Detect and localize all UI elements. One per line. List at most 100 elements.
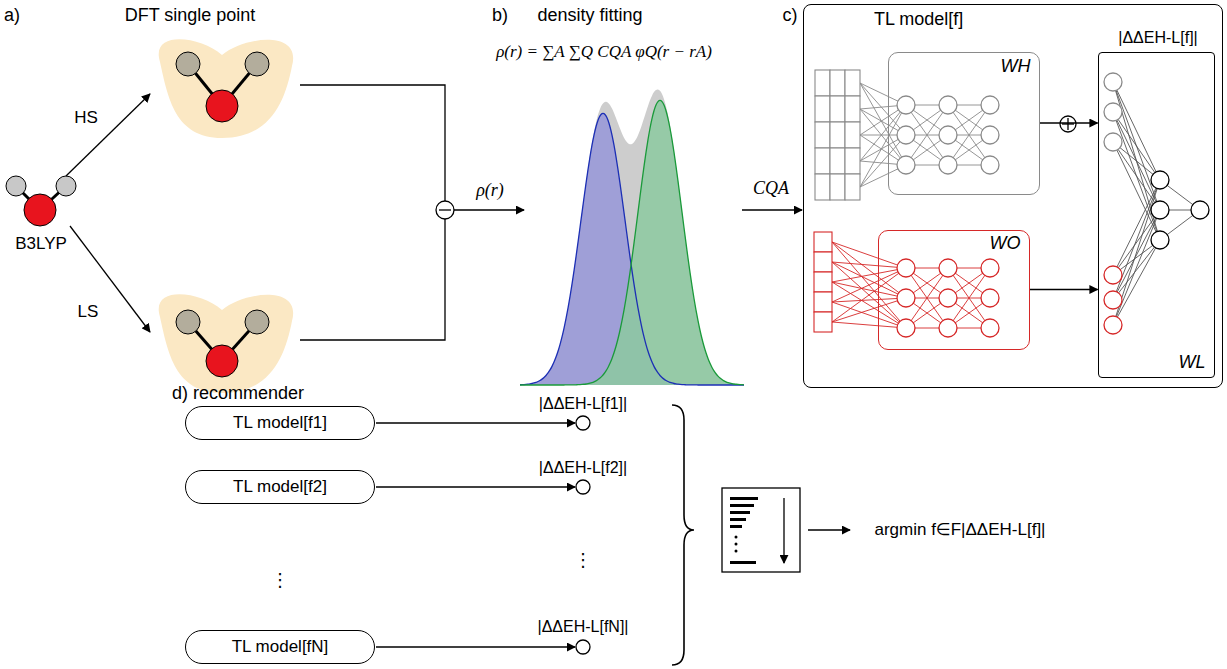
input-cell (815, 174, 830, 200)
label-slot: ⋮ (271, 570, 289, 591)
neuron (897, 319, 915, 337)
network-link (832, 268, 906, 302)
node-text: TL model[fN] (232, 637, 329, 657)
text-label: a) (4, 5, 20, 26)
node-text: TL model[f1] (233, 413, 327, 433)
network-link (832, 242, 906, 298)
input-cell (845, 148, 860, 174)
o-atom (206, 345, 238, 377)
label-slot: argmin f∈F|ΔΔEH-L[f]| (874, 520, 1045, 540)
network-box: WO (878, 230, 1030, 350)
network-link (832, 268, 906, 282)
input-cell (830, 96, 845, 122)
input-cell (814, 252, 832, 272)
text-label: B3LYP (15, 234, 67, 254)
label-slot: DFT single point (125, 5, 256, 26)
arrow (376, 646, 575, 647)
text-label: argmin f∈F|ΔΔEH-L[f]| (874, 520, 1045, 540)
label-slot: ρ(r) = ∑A ∑Q CQA φQ(r − rA) (496, 42, 712, 62)
model-box: TL model[fN] (185, 630, 375, 664)
label-slot: density fitting (537, 5, 642, 26)
neuron (981, 156, 999, 174)
network-link (1113, 112, 1160, 210)
network-link (832, 298, 906, 322)
neuron (897, 126, 915, 144)
network-link (832, 302, 906, 328)
neuron (939, 156, 957, 174)
label-slot: c) (783, 5, 798, 26)
label-slot: |ΔΔEH-L[fN]| (537, 618, 628, 636)
neuron (981, 259, 999, 277)
neuron (939, 319, 957, 337)
node-text: TL model[f] (874, 9, 963, 30)
sort-dot (735, 543, 738, 546)
label-slot: d) recommender (172, 383, 304, 404)
neuron (1151, 201, 1169, 219)
network-link (1113, 240, 1160, 325)
text-label: CQA (753, 178, 789, 199)
node-text: WO (990, 233, 1021, 254)
network-link (1113, 142, 1160, 240)
input-cell (830, 174, 845, 200)
text-label: |ΔΔEH-L[f1]| (539, 395, 627, 413)
node-text: WL (1179, 352, 1206, 373)
label-slot: b) (492, 5, 508, 26)
neuron (939, 259, 957, 277)
neuron (939, 126, 957, 144)
arrow-coeff (742, 209, 802, 210)
density-green (520, 100, 744, 385)
arrow (808, 529, 850, 530)
label-slot: |ΔΔEH-L[f1]| (539, 395, 627, 413)
neuron (897, 96, 915, 114)
neuron (897, 156, 915, 174)
sort-bars (730, 497, 758, 564)
density-blob (159, 39, 293, 138)
input-cell (845, 122, 860, 148)
wire (300, 219, 445, 340)
sort-bar (730, 561, 756, 564)
connector-arrow (1030, 289, 1098, 290)
neuron (1151, 171, 1169, 189)
network-link (860, 83, 906, 165)
sort-arrow (783, 498, 784, 563)
input-cell (830, 122, 845, 148)
node-text: TL model[f2] (233, 477, 327, 497)
text-label: d) recommender (172, 383, 304, 404)
neuron (1104, 73, 1122, 91)
density-total (520, 89, 744, 385)
sort-bar (730, 511, 750, 514)
input-cell (814, 312, 832, 332)
input-cell (814, 232, 832, 252)
input-cell (845, 96, 860, 122)
neuron (1104, 291, 1122, 309)
arrow-ls (70, 226, 150, 332)
molecule (176, 310, 269, 377)
input-cell (845, 70, 860, 96)
panel-box: TL model[f]WHWOWL (803, 4, 1223, 388)
input-cell (830, 148, 845, 174)
arrow-hs (66, 94, 150, 176)
neuron (1151, 231, 1169, 249)
label-slot: |ΔΔEH-L[f]| (1118, 29, 1197, 47)
density-plot (520, 89, 744, 385)
network-link (832, 268, 906, 322)
text-label: |ΔΔEH-L[fN]| (537, 618, 628, 636)
text-label: density fitting (537, 5, 642, 26)
network-link (832, 262, 906, 298)
brace (672, 405, 694, 665)
input-cell (815, 96, 830, 122)
input-cell (814, 292, 832, 312)
neuron (1191, 201, 1209, 219)
h-atom (6, 176, 26, 196)
arrow-density (454, 209, 524, 210)
text-label: b) (492, 5, 508, 26)
sort-dot (735, 536, 738, 539)
molecule (176, 52, 269, 122)
network-link (832, 282, 906, 298)
sort-icon (722, 488, 800, 572)
neuron (981, 96, 999, 114)
network-link (1113, 210, 1160, 300)
neuron (1104, 103, 1122, 121)
